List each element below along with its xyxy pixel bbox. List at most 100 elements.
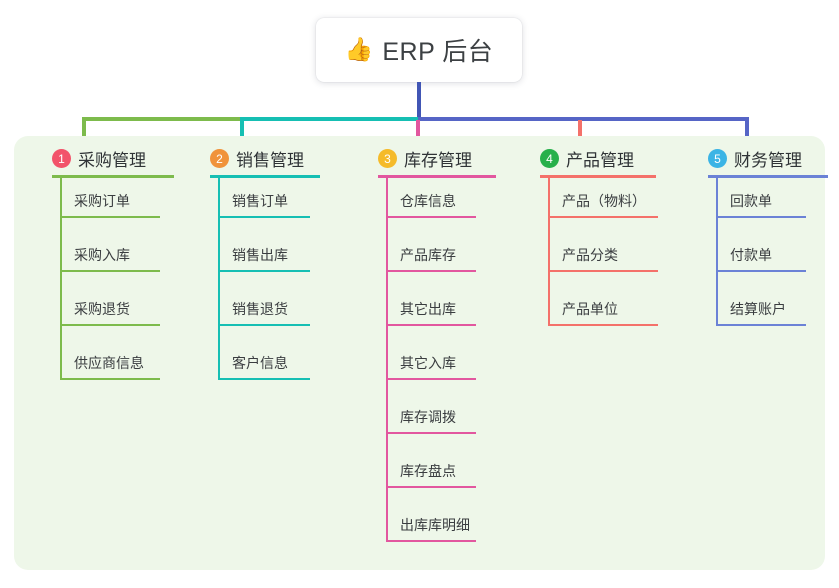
list-item[interactable]: 付款单 bbox=[716, 244, 806, 272]
bus-segment-right bbox=[418, 117, 749, 121]
bus-segment-purchasing bbox=[82, 117, 240, 121]
list-item[interactable]: 结算账户 bbox=[716, 298, 806, 326]
list-item-label: 供应商信息 bbox=[74, 355, 144, 371]
list-item-label: 产品分类 bbox=[562, 247, 618, 263]
list-item-label: 销售退货 bbox=[232, 301, 288, 317]
list-item-label: 回款单 bbox=[730, 193, 772, 209]
list-item-rule bbox=[716, 324, 806, 326]
page-title: ERP 后台 bbox=[382, 38, 494, 66]
list-item-rule bbox=[386, 378, 476, 380]
stub-inventory bbox=[416, 120, 420, 142]
list-item-rule bbox=[386, 486, 476, 488]
column-header-5[interactable]: 5 财务管理 bbox=[708, 146, 802, 171]
list-item-rule bbox=[716, 270, 806, 272]
list-item-rule bbox=[548, 216, 658, 218]
list-item[interactable]: 产品单位 bbox=[548, 298, 658, 326]
column-spine-3 bbox=[386, 176, 388, 542]
list-item[interactable]: 仓库信息 bbox=[386, 190, 476, 218]
list-item[interactable]: 采购入库 bbox=[60, 244, 160, 272]
list-item-rule bbox=[386, 270, 476, 272]
column-title-4: 产品管理 bbox=[566, 151, 634, 170]
list-item-rule bbox=[218, 378, 310, 380]
thumbs-up-icon: 👍 bbox=[344, 36, 374, 63]
column-title-5: 财务管理 bbox=[734, 151, 802, 170]
list-item-label: 产品库存 bbox=[400, 247, 456, 263]
list-item-label: 销售订单 bbox=[232, 193, 288, 209]
column-rule-1 bbox=[52, 175, 174, 178]
column-rule-4 bbox=[540, 175, 656, 178]
list-item-label: 仓库信息 bbox=[400, 193, 456, 209]
stub-sales bbox=[240, 120, 244, 142]
list-item-label: 其它出库 bbox=[400, 301, 456, 317]
list-item-rule bbox=[60, 270, 160, 272]
column-badge-5: 5 bbox=[708, 149, 727, 168]
list-item[interactable]: 客户信息 bbox=[218, 352, 310, 380]
list-item[interactable]: 库存调拨 bbox=[386, 406, 476, 434]
list-item[interactable]: 库存盘点 bbox=[386, 460, 476, 488]
column-badge-1: 1 bbox=[52, 149, 71, 168]
column-title-1: 采购管理 bbox=[78, 151, 146, 170]
list-item-label: 采购入库 bbox=[74, 247, 130, 263]
stub-finance bbox=[745, 120, 749, 142]
list-item-rule bbox=[386, 432, 476, 434]
list-item-rule bbox=[60, 378, 160, 380]
list-item[interactable]: 回款单 bbox=[716, 190, 806, 218]
list-item[interactable]: 产品（物料） bbox=[548, 190, 658, 218]
list-item[interactable]: 采购订单 bbox=[60, 190, 160, 218]
column-rule-2 bbox=[210, 175, 320, 178]
list-item-rule bbox=[548, 324, 658, 326]
list-item[interactable]: 其它入库 bbox=[386, 352, 476, 380]
column-title-2: 销售管理 bbox=[236, 151, 304, 170]
list-item-label: 出库库明细 bbox=[400, 517, 470, 533]
list-item[interactable]: 产品库存 bbox=[386, 244, 476, 272]
list-item[interactable]: 销售出库 bbox=[218, 244, 310, 272]
column-spine-1 bbox=[60, 176, 62, 380]
list-item[interactable]: 销售订单 bbox=[218, 190, 310, 218]
list-item[interactable]: 其它出库 bbox=[386, 298, 476, 326]
list-item[interactable]: 出库库明细 bbox=[386, 514, 476, 542]
column-spine-4 bbox=[548, 176, 550, 326]
list-item-rule bbox=[218, 324, 310, 326]
column-spine-5 bbox=[716, 176, 718, 326]
list-item-rule bbox=[716, 216, 806, 218]
column-spine-2 bbox=[218, 176, 220, 380]
list-item-label: 采购退货 bbox=[74, 301, 130, 317]
column-rule-3 bbox=[378, 175, 496, 178]
list-item-label: 采购订单 bbox=[74, 193, 130, 209]
column-header-4[interactable]: 4 产品管理 bbox=[540, 146, 634, 171]
list-item[interactable]: 采购退货 bbox=[60, 298, 160, 326]
column-header-1[interactable]: 1 采购管理 bbox=[52, 146, 146, 171]
list-item-rule bbox=[386, 540, 476, 542]
list-item-rule bbox=[60, 324, 160, 326]
column-badge-2: 2 bbox=[210, 149, 229, 168]
list-item-label: 产品单位 bbox=[562, 301, 618, 317]
list-item-label: 产品（物料） bbox=[562, 193, 646, 209]
list-item-rule bbox=[548, 270, 658, 272]
column-rule-5 bbox=[708, 175, 828, 178]
list-item-label: 其它入库 bbox=[400, 355, 456, 371]
diagram-title-card: 👍 ERP 后台 bbox=[316, 18, 522, 82]
list-item[interactable]: 产品分类 bbox=[548, 244, 658, 272]
stub-product bbox=[578, 120, 582, 142]
column-header-2[interactable]: 2 销售管理 bbox=[210, 146, 304, 171]
list-item-rule bbox=[386, 216, 476, 218]
bus-segment-sales bbox=[240, 117, 418, 121]
sitemap-panel: 1 采购管理采购订单采购入库采购退货供应商信息 2 销售管理销售订单销售出库销售退货客… bbox=[14, 136, 828, 570]
list-item-label: 库存盘点 bbox=[400, 463, 456, 479]
list-item-rule bbox=[60, 216, 160, 218]
list-item[interactable]: 销售退货 bbox=[218, 298, 310, 326]
list-item-label: 销售出库 bbox=[232, 247, 288, 263]
list-item-rule bbox=[218, 270, 310, 272]
list-item-rule bbox=[218, 216, 310, 218]
stub-purchasing bbox=[82, 120, 86, 142]
list-item[interactable]: 供应商信息 bbox=[60, 352, 160, 380]
list-item-label: 客户信息 bbox=[232, 355, 288, 371]
column-badge-4: 4 bbox=[540, 149, 559, 168]
list-item-label: 结算账户 bbox=[730, 301, 786, 317]
column-badge-3: 3 bbox=[378, 149, 397, 168]
trunk-connector bbox=[417, 82, 421, 120]
list-item-label: 付款单 bbox=[730, 247, 772, 263]
list-item-label: 库存调拨 bbox=[400, 409, 456, 425]
